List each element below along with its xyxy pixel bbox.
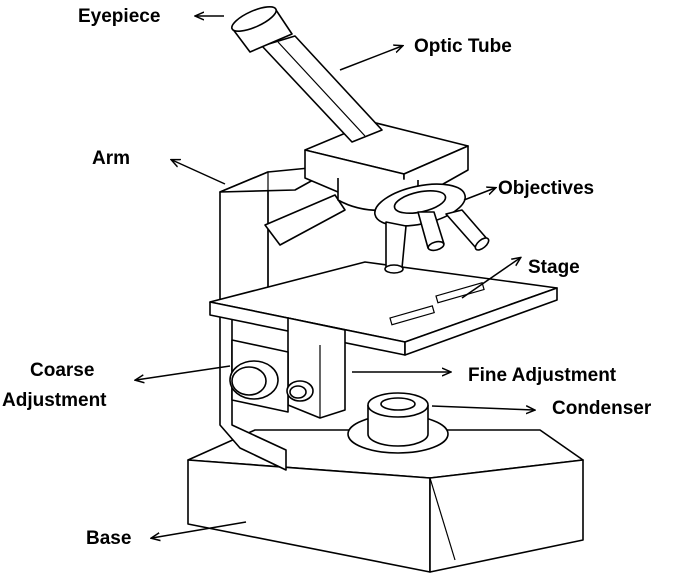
condenser-arrow	[431, 406, 534, 410]
label-base: Base	[86, 528, 131, 549]
optic-tube-arrow	[339, 46, 402, 71]
fine-knob	[286, 380, 314, 402]
label-eyepiece: Eyepiece	[78, 6, 160, 27]
optic-tube-body	[231, 6, 383, 143]
label-arm: Arm	[92, 148, 130, 169]
coarse-knob	[229, 360, 279, 400]
arm-arrow	[172, 160, 226, 185]
label-coarse-line2: Adjustment	[2, 390, 107, 411]
condenser-body	[347, 392, 449, 454]
coarse-arrow	[136, 365, 231, 380]
label-objectives: Objectives	[498, 178, 594, 199]
base-arrow	[152, 521, 247, 538]
label-optic-tube: Optic Tube	[414, 36, 512, 57]
label-fine-adjustment: Fine Adjustment	[468, 365, 617, 386]
objectives-arrow	[463, 188, 495, 201]
label-stage: Stage	[528, 257, 580, 278]
stage-arrow	[461, 258, 520, 299]
label-coarse-line1: Coarse	[30, 360, 94, 381]
label-condenser: Condenser	[552, 398, 652, 419]
objectives-body	[374, 183, 490, 274]
